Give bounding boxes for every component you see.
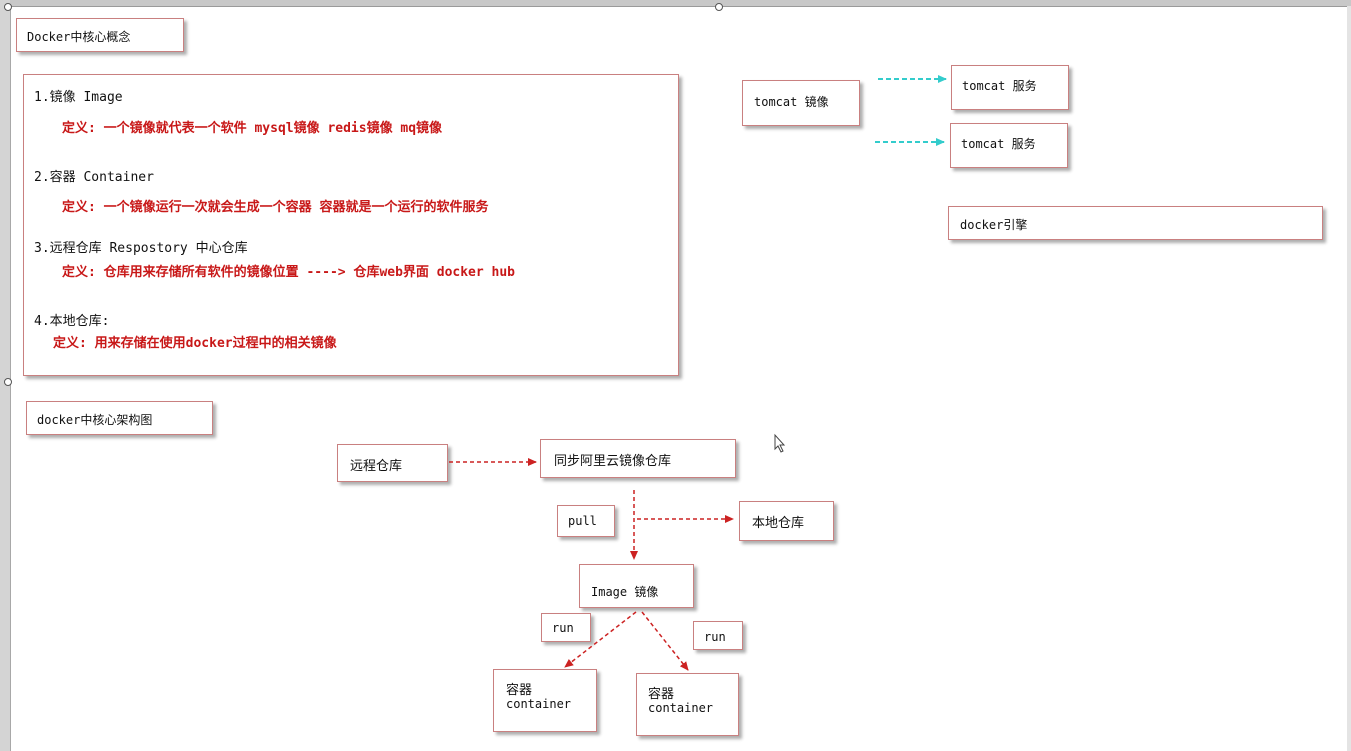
canvas-top-ruler xyxy=(10,0,1351,7)
tomcat-service-label-2: tomcat 服务 xyxy=(961,137,1036,151)
local-repo-node[interactable]: 本地仓库 xyxy=(739,501,834,541)
aliyun-mirror-node[interactable]: 同步阿里云镜像仓库 xyxy=(540,439,736,478)
resize-handle-left-center[interactable] xyxy=(4,378,12,386)
canvas-right-edge xyxy=(1347,6,1351,751)
remote-repo-node[interactable]: 远程仓库 xyxy=(337,444,448,482)
concept-remote-repo-def: 定义: 仓库用来存储所有软件的镜像位置 ----> 仓库web界面 docker… xyxy=(62,265,516,280)
container-node-left[interactable]: 容器 container xyxy=(493,669,597,732)
concept-image-title: 1.镜像 Image xyxy=(34,90,123,105)
concept-container-def: 定义: 一个镜像运行一次就会生成一个容器 容器就是一个运行的软件服务 xyxy=(62,200,489,215)
concepts-title-box[interactable]: Docker中核心概念 xyxy=(16,18,184,52)
container-right-cn: 容器 xyxy=(648,687,675,702)
tomcat-service-label-1: tomcat 服务 xyxy=(962,79,1037,93)
concept-local-repo-def: 定义: 用来存储在使用docker过程中的相关镜像 xyxy=(53,336,337,351)
image-node-label: Image 镜像 xyxy=(591,585,659,599)
arch-title: docker中核心架构图 xyxy=(37,413,153,427)
pull-label: pull xyxy=(568,514,597,528)
resize-handle-top-left[interactable] xyxy=(4,3,12,11)
aliyun-mirror-label: 同步阿里云镜像仓库 xyxy=(554,454,672,469)
concept-container-title: 2.容器 Container xyxy=(34,170,154,185)
concepts-title: Docker中核心概念 xyxy=(27,30,131,44)
remote-repo-label: 远程仓库 xyxy=(350,459,403,474)
concept-remote-repo-title: 3.远程仓库 Respostory 中心仓库 xyxy=(34,241,248,256)
container-node-right[interactable]: 容器 container xyxy=(636,673,739,736)
mouse-cursor-icon xyxy=(774,433,786,453)
container-left-cn: 容器 xyxy=(506,683,533,698)
concepts-box[interactable]: 1.镜像 Image 定义: 一个镜像就代表一个软件 mysql镜像 redis… xyxy=(23,74,679,376)
docker-engine-box[interactable]: docker引擎 xyxy=(948,206,1323,240)
concept-local-repo-title: 4.本地仓库: xyxy=(34,314,110,329)
container-left-en: container xyxy=(506,697,572,711)
pull-label-box[interactable]: pull xyxy=(557,505,615,537)
docker-engine-label: docker引擎 xyxy=(960,218,1028,232)
canvas-left-ruler xyxy=(0,0,11,751)
image-node[interactable]: Image 镜像 xyxy=(579,564,694,608)
local-repo-label: 本地仓库 xyxy=(752,516,805,531)
run-label-left: run xyxy=(552,621,574,635)
image-to-container-left-arrow xyxy=(564,611,637,668)
run-label-box-left[interactable]: run xyxy=(541,613,591,642)
concept-image-def: 定义: 一个镜像就代表一个软件 mysql镜像 redis镜像 mq镜像 xyxy=(62,121,443,136)
tomcat-image-label: tomcat 镜像 xyxy=(754,95,829,109)
tomcat-image-box[interactable]: tomcat 镜像 xyxy=(742,80,860,126)
run-label-box-right[interactable]: run xyxy=(693,621,743,650)
arch-title-box[interactable]: docker中核心架构图 xyxy=(26,401,213,435)
tomcat-service-box-2[interactable]: tomcat 服务 xyxy=(950,123,1068,168)
tomcat-service-box-1[interactable]: tomcat 服务 xyxy=(951,65,1069,110)
run-label-right: run xyxy=(704,630,726,644)
container-right-en: container xyxy=(648,701,714,715)
image-to-container-right-arrow xyxy=(641,611,689,671)
resize-handle-top-center[interactable] xyxy=(715,3,723,11)
